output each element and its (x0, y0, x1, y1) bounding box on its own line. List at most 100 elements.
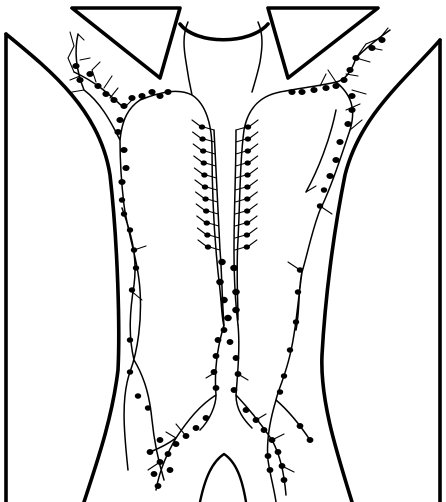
spinal-node (202, 196, 208, 201)
pelvic-node (173, 441, 180, 447)
axillary-node (120, 147, 127, 153)
neck-line (180, 24, 268, 40)
axillary-node (120, 103, 127, 109)
lymph-capillary (196, 204, 204, 210)
spinal-node (232, 307, 240, 313)
right-arm-inner-edge (322, 40, 440, 502)
spinal-node (199, 136, 205, 141)
pelvic-notch (200, 454, 246, 502)
lymph-capillary (195, 180, 203, 186)
axillary-node (164, 89, 171, 95)
spinal-node (199, 124, 205, 129)
trunk-node (321, 187, 327, 193)
axillary-node (118, 179, 125, 185)
spinal-node (244, 184, 250, 189)
left-trunk-shoulder (140, 91, 224, 326)
axillary-node (128, 95, 135, 101)
lymph-capillary (249, 180, 257, 186)
right-shoulder-strap (268, 8, 378, 78)
left-lymph-trunk (74, 34, 224, 470)
trunk-node (127, 369, 133, 375)
axillary-node (332, 83, 339, 89)
pelvic-node (261, 427, 268, 433)
spinal-node (224, 315, 232, 321)
right-axilla-node-cluster (288, 28, 388, 179)
spinal-node (218, 259, 226, 265)
axillary-node (340, 77, 347, 83)
trunk-node (281, 373, 287, 379)
lymph-capillary (320, 206, 332, 214)
lymph-capillary (282, 466, 294, 472)
neck-vessels (184, 22, 262, 95)
axillary-node (102, 91, 109, 97)
pelvic-node (231, 387, 238, 393)
spinal-node (244, 160, 250, 165)
spinal-node (244, 220, 250, 225)
trunk-node (135, 393, 141, 399)
spinal-node (200, 148, 206, 153)
trunk-node (119, 197, 125, 203)
right-lymph-trunk (237, 30, 390, 400)
axillary-node (298, 89, 305, 95)
pelvic-node (213, 353, 220, 359)
axillary-node (148, 89, 155, 95)
spinal-node (204, 232, 210, 237)
left-arm-inner-edge (6, 34, 119, 502)
axillary-node (332, 157, 339, 163)
axillary-node (72, 63, 79, 69)
lymph-capillary (78, 34, 84, 40)
lymph-capillary (192, 120, 200, 126)
spinal-left-strand (214, 130, 224, 325)
lymph-capillary (70, 32, 74, 46)
central-spinal-chain (214, 130, 238, 325)
spinal-node (202, 184, 208, 189)
pelvic-node (215, 337, 222, 343)
lymph-capillary (249, 204, 257, 210)
lymph-capillary (249, 240, 257, 246)
lymph-capillary (104, 76, 112, 88)
pelvic-node (203, 415, 210, 421)
trunk-node (287, 347, 293, 353)
pelvic-node (227, 339, 234, 345)
lymph-capillary (197, 228, 205, 234)
lymph-capillary (288, 262, 300, 270)
lymph-capillary (249, 216, 257, 222)
trunk-node (277, 389, 283, 395)
pelvic-node (165, 451, 172, 457)
lymph-capillary (238, 374, 248, 380)
left-trunk-lower (120, 100, 141, 470)
lymph-capillary (250, 168, 258, 174)
axillary-node (310, 87, 317, 93)
spinal-node (244, 232, 250, 237)
spinal-node (245, 136, 251, 141)
axillary-node (116, 117, 123, 123)
lymph-capillary (250, 156, 258, 162)
lymph-capillary (193, 144, 201, 150)
pelvic-node (307, 437, 314, 443)
spinal-node (244, 172, 250, 177)
axillary-node (336, 139, 343, 145)
lymph-capillary (250, 144, 258, 150)
axillary-node (378, 37, 385, 43)
trunk-node (295, 289, 301, 295)
lymph-capillary (148, 462, 160, 470)
axillary-node (94, 83, 101, 89)
pelvic-vessels (134, 325, 310, 502)
trunk-node (127, 227, 133, 233)
pelvic-node (281, 477, 288, 483)
left-shoulder-strap (72, 8, 180, 78)
pelvic-node (221, 327, 228, 333)
axillary-node (122, 165, 129, 171)
lymph-capillary (166, 432, 176, 438)
pelvic-node (167, 467, 174, 473)
pelvic-node (147, 449, 154, 455)
axillary-node (326, 173, 333, 179)
spinal-node (201, 160, 207, 165)
pelvic-node (297, 423, 304, 429)
lymph-capillary (198, 240, 206, 246)
spinal-node (204, 220, 210, 225)
axillary-node (288, 89, 295, 95)
pelvic-node (151, 471, 158, 477)
